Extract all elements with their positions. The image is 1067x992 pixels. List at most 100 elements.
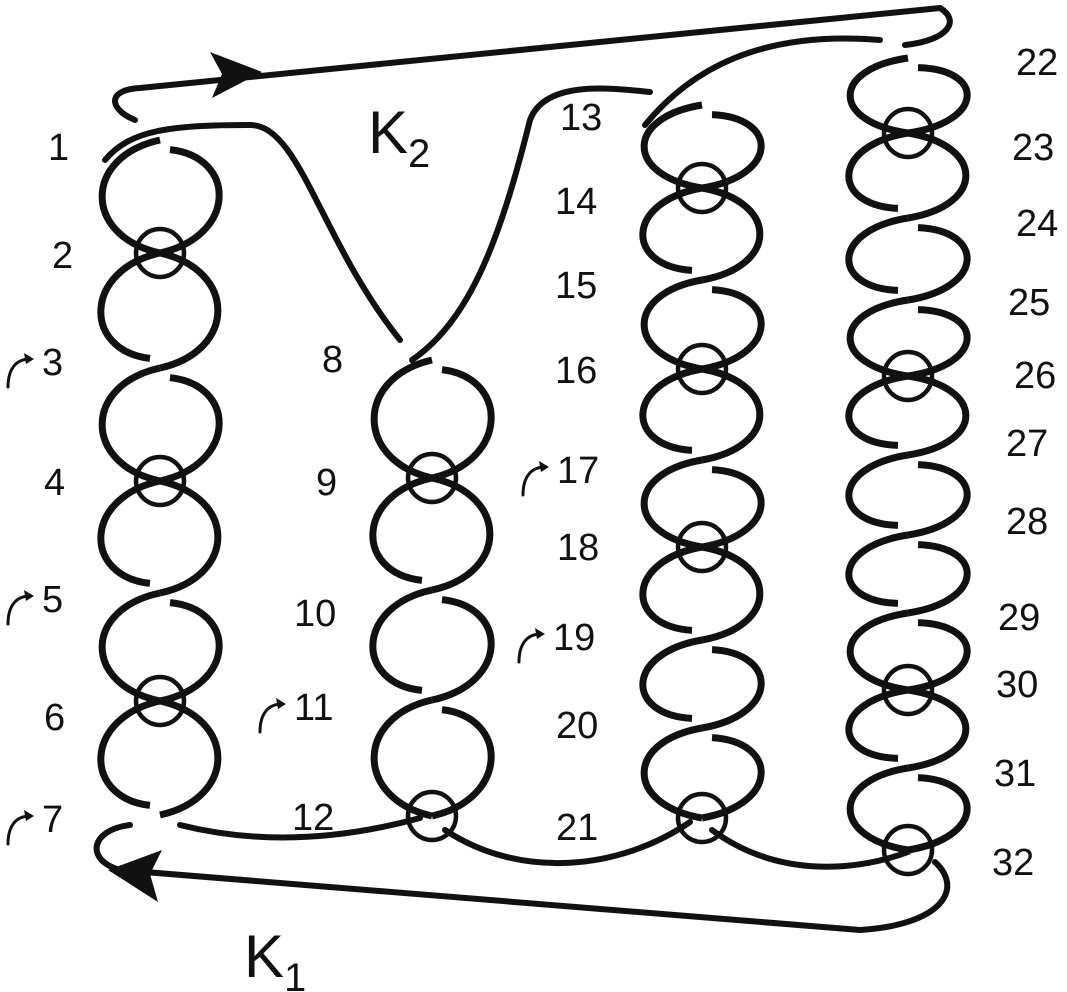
twist-strand-segment [846,609,909,694]
connector-strand [709,827,911,870]
twist-strand-segment [907,461,971,539]
connector-strand [112,5,953,123]
twist-strand-segment [907,224,971,304]
virtual-crossing-circle [133,226,187,280]
crossing-label-16: 16 [555,350,597,392]
twist-strand-segment [845,372,909,449]
crossing-label-12: 12 [292,797,334,839]
flip-marker-arrowhead [24,590,34,601]
twist-strand-segment [907,64,971,137]
connector-strand [642,35,883,128]
crossing-label-21: 21 [556,807,598,849]
twist-strand-segment [431,706,495,820]
twist-strand-segment [97,697,161,809]
crossing-label-30: 30 [996,664,1038,706]
crossing-label-32: 32 [992,842,1034,884]
component-label-k2: K2 [368,99,430,176]
twist-strand-segment [907,129,970,222]
crossing-label-9: 9 [316,462,337,504]
flip-marker-arrowhead [535,628,545,639]
twist-strand-segment [369,586,433,694]
crossing-label-5: 5 [42,579,63,621]
twist-strand-segment [97,477,161,587]
twist-strand-segment [640,456,703,551]
crossing-label-10: 10 [294,593,336,635]
twist-strand-segment [370,696,433,820]
twist-strand-segment [159,697,222,819]
crossing-label-3: 3 [42,342,63,384]
virtual-crossing-markers [133,106,935,877]
crossing-label-13: 13 [560,97,602,139]
virtual-crossing-circle [133,674,187,728]
flip-marker-arrowhead [539,461,549,472]
twist-strand-segment [431,474,494,594]
twist-strand-segment [640,724,703,822]
crossing-label-28: 28 [1006,501,1048,543]
crossing-label-24: 24 [1016,203,1058,245]
virtual-crossing-circle [675,520,729,574]
twist-strand-segment [845,129,909,212]
connector-strand [442,819,693,867]
virtual-crossing-circle [881,106,935,160]
crossing-label-18: 18 [557,527,599,569]
flip-marker-arrowhead [24,353,34,364]
twist-strand-segment [845,451,909,529]
twist-strand-segment [159,249,222,372]
crossing-label-11: 11 [294,687,333,729]
twist-strand-segment [98,364,161,485]
crossing-labels: 1234567891011121314151617181920212223242… [42,42,1058,884]
crossing-label-23: 23 [1012,127,1054,169]
crossing-label-19: 19 [553,617,595,659]
connector-strand [102,122,403,343]
twist-strand-segment [845,686,909,762]
virtual-crossing-circle [405,789,459,843]
virtual-crossing-circle [675,791,729,845]
connector-strand [409,85,653,363]
twist-strand-segment [639,636,703,722]
connector-strand [177,815,423,841]
crossing-label-29: 29 [998,597,1040,639]
twist-strand-segment [846,54,909,137]
twist-strand-segment [845,531,909,607]
flip-marker-arrowhead [24,810,34,821]
twist-strand-segment [639,365,703,454]
twist-strand-segment [369,474,433,584]
flip-marker-arrowhead [276,698,286,709]
crossing-label-14: 14 [555,181,597,223]
twist-strand-segment [701,646,765,732]
virtual-crossing-circle [675,161,729,215]
twist-strand-segment [701,466,765,551]
twist-strand-segment [845,214,909,294]
virtual-crossing-circle [881,823,935,877]
crossing-label-4: 4 [44,462,65,504]
twist-strand-segment [98,136,161,257]
twist-strand-segment [431,596,495,704]
virtual-crossing-circle [881,349,935,403]
twist-strand-segment [701,365,764,464]
twist-strand-segment [907,619,971,694]
twist-columns [97,54,971,854]
virtual-crossing-circle [675,342,729,396]
twist-strand-segment [846,764,909,854]
crossing-label-2: 2 [52,235,73,277]
crossing-label-6: 6 [44,697,65,739]
twist-strand-segment [701,543,764,644]
twist-strand-segment [159,477,222,597]
connector-strand [93,822,951,933]
twist-strand-segment [907,306,971,380]
twist-strand-segment [431,366,495,482]
twist-strand-segment [701,184,764,284]
crossing-label-20: 20 [556,705,598,747]
twist-strand-segment [701,734,765,822]
crossing-label-15: 15 [555,265,597,307]
crossing-label-17: 17 [557,450,599,492]
crossing-label-7: 7 [42,799,63,841]
virtual-crossing-circle [405,451,459,505]
twist-strand-segment [907,541,971,617]
crossing-label-8: 8 [322,339,343,381]
crossing-label-27: 27 [1006,423,1048,465]
twist-strand-segment [639,543,703,634]
virtual-crossing-circle [133,454,187,508]
